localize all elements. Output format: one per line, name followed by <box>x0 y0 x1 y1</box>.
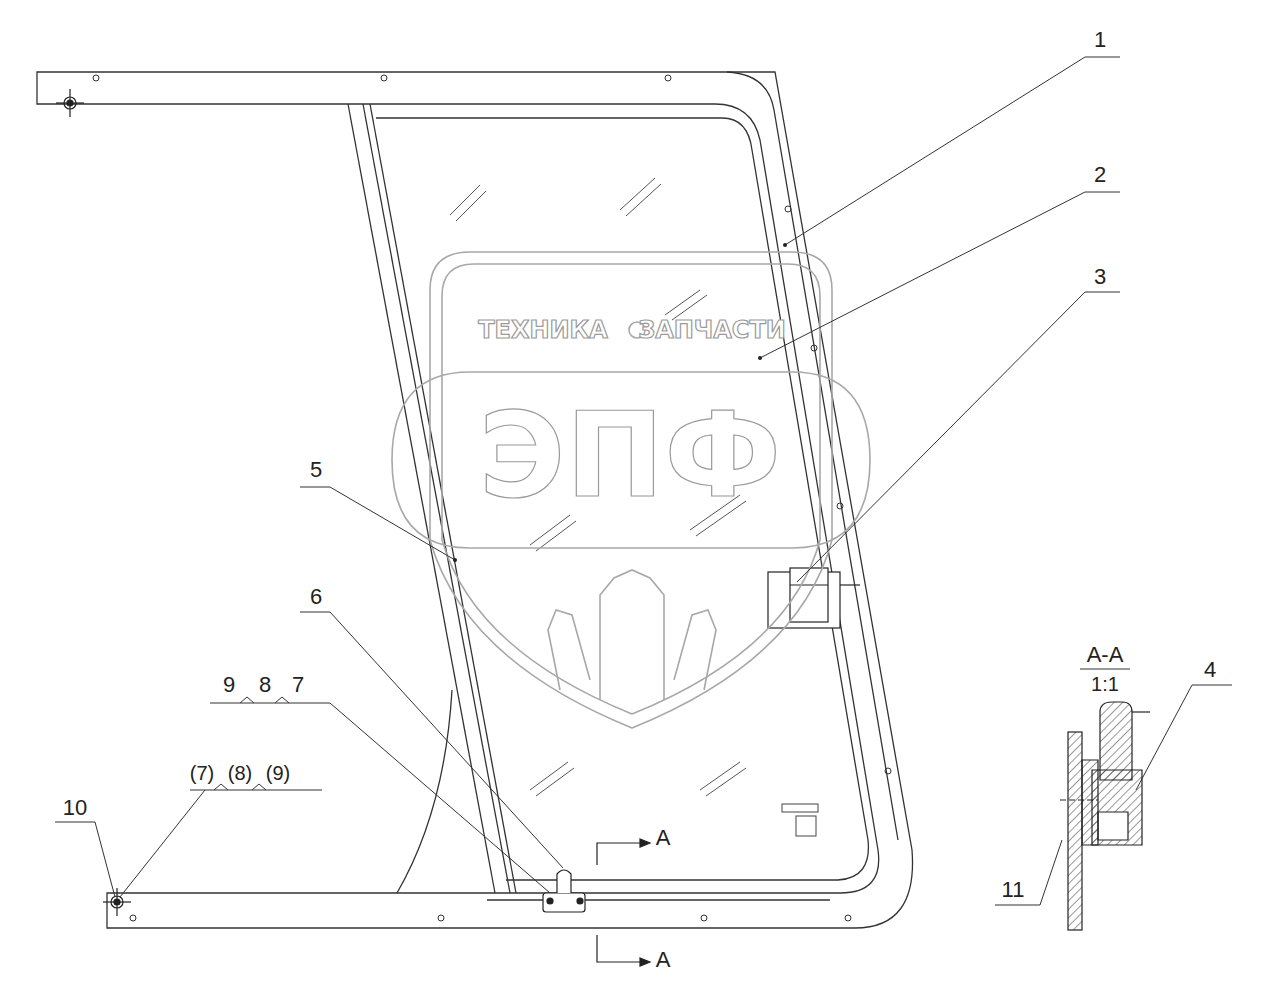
section-letter: A <box>656 949 671 971</box>
callout-number: (9) <box>266 763 290 783</box>
watermark-text: ЗАПЧАСТИ <box>638 318 786 342</box>
section-letter: A <box>656 827 671 849</box>
callout-number: (7) <box>190 763 214 783</box>
callout-number: 10 <box>63 797 87 819</box>
callout-number: 1 <box>1094 29 1106 51</box>
callout-number: 11 <box>1002 879 1025 901</box>
watermark-logo: ЭПФ <box>479 396 781 514</box>
callout-number: 3 <box>1094 266 1106 288</box>
callout-number: 9 <box>223 674 235 696</box>
section-title: A-A <box>1087 644 1124 666</box>
callout-number: 5 <box>310 459 322 481</box>
callout-number: 2 <box>1094 164 1106 186</box>
watermark-text: ТЕХНИКА <box>478 318 608 342</box>
callout-number: 7 <box>292 674 304 696</box>
callout-number: (8) <box>228 763 252 783</box>
callout-number: 8 <box>259 674 271 696</box>
callout-number: 6 <box>310 586 322 608</box>
callout-number: 4 <box>1204 659 1216 681</box>
section-scale: 1:1 <box>1091 674 1119 694</box>
